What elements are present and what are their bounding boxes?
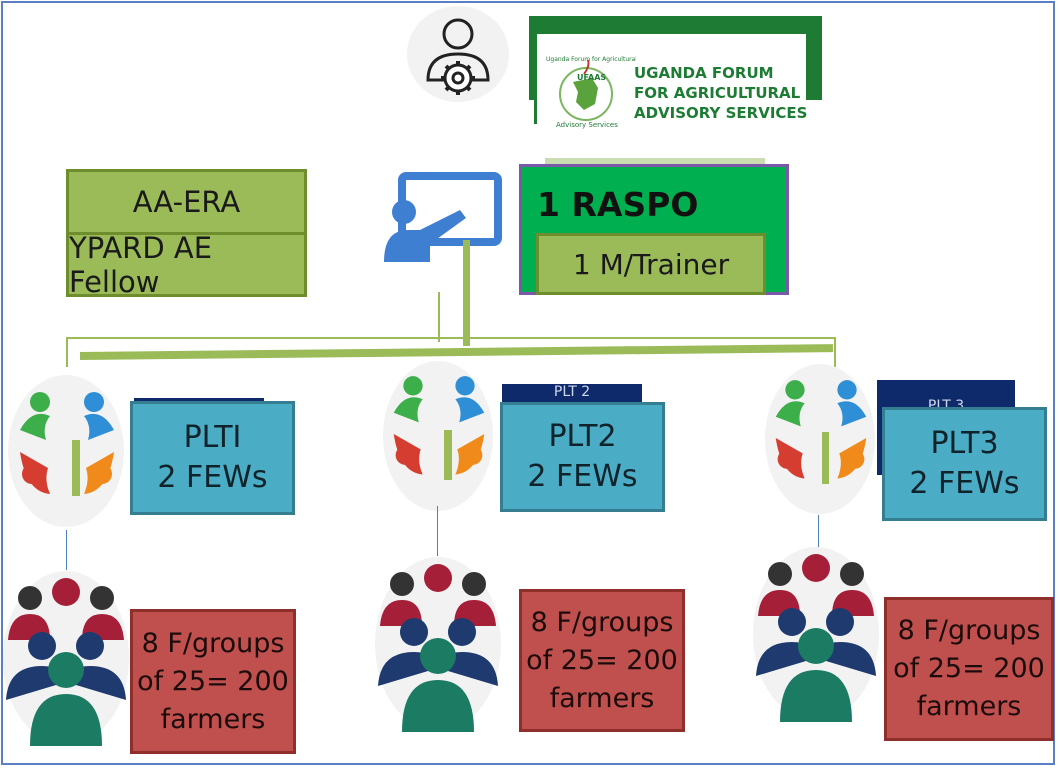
raspo-connector-vertical [463, 240, 470, 346]
ypard-box: YPARD AE Fellow [66, 230, 307, 299]
plt2-farmers-line3: farmers [549, 682, 655, 714]
thin-connector-vertical [438, 292, 440, 342]
plt1-farmers-line2: of 25= 200 [137, 665, 289, 697]
thin-bus-line [66, 337, 836, 339]
logo-ring-text-top: Uganda Forum for Agricultural [546, 56, 636, 63]
plt3-box: PLT3 2 FEWs [882, 407, 1047, 521]
presenter-board-icon [384, 172, 502, 262]
trainer-label: 1 M/Trainer [572, 247, 730, 281]
team-circle-icon [393, 376, 485, 475]
plt2-back-label: PLT 2 [553, 384, 591, 400]
plt3-farmers-line1: 8 F/groups [897, 615, 1041, 646]
org-name-line2: FOR AGRICULTURAL [634, 84, 801, 102]
plt1-farmers-line1: 8 F/groups [141, 627, 285, 659]
plt1-stem [72, 440, 80, 496]
farmers-group-icon [753, 547, 879, 722]
plt3-stem [822, 432, 829, 484]
plt2-name: PLT2 [548, 419, 617, 454]
raspo-box-top-bar [545, 158, 765, 164]
plt3-name: PLT3 [930, 426, 999, 461]
plt1-box: PLTI 2 FEWs [130, 401, 295, 515]
team-circle-icon [20, 392, 114, 494]
thin-drop-left [66, 337, 68, 367]
plt2-box: PLT2 2 FEWs [500, 402, 665, 512]
thin-drop-right [834, 337, 836, 367]
plt2-icon-circle [383, 361, 493, 511]
plt1-farmers-box: 8 F/groups of 25= 200 farmers [130, 609, 296, 754]
ufaas-logo-icon [559, 59, 613, 121]
plt3-icon-circle [765, 364, 875, 514]
org-name-line3: ADVISORY SERVICES [634, 104, 808, 122]
team-circle-icon [775, 380, 867, 479]
plt3-farmers-line2: of 25= 200 [893, 653, 1045, 684]
logo-abbrev: UFAAS [577, 73, 607, 82]
plt3-farmer-connector [818, 515, 819, 555]
plt2-fews: 2 FEWs [527, 459, 638, 494]
plt1-farmer-connector [66, 530, 67, 570]
raspo-box: 1 RASPO 1 M/Trainer [519, 164, 789, 295]
plt1-icon-circle [8, 375, 124, 527]
aa-era-label: AA-ERA [132, 185, 241, 219]
plt1-fews: 2 FEWs [157, 460, 268, 495]
farmers-group-icon [375, 557, 501, 732]
logo-ring-text-bottom: Advisory Services [556, 121, 618, 129]
plt2-stem [444, 430, 452, 480]
plt3-farmers-box: 8 F/groups of 25= 200 farmers [884, 597, 1054, 741]
user-gear-icon [426, 18, 490, 95]
plt1-name: PLTI [183, 420, 242, 455]
plt3-fews: 2 FEWs [909, 466, 1020, 501]
raspo-title: 1 RASPO [537, 185, 699, 224]
aa-era-box: AA-ERA [66, 169, 307, 235]
org-name: UGANDA FORUM FOR AGRICULTURAL ADVISORY S… [634, 63, 807, 123]
trainer-box: 1 M/Trainer [536, 233, 766, 295]
plt2-farmers-line2: of 25= 200 [526, 644, 678, 676]
ypard-label: YPARD AE Fellow [69, 230, 213, 299]
plt2-farmers-box: 8 F/groups of 25= 200 farmers [519, 589, 685, 732]
plt1-farmers-line3: farmers [160, 703, 266, 735]
plt3-farmers-line3: farmers [916, 691, 1022, 722]
plt2-farmer-connector [437, 506, 438, 556]
plt2-farmers-line1: 8 F/groups [530, 606, 674, 638]
farmers-group-icon [3, 571, 129, 746]
org-name-line1: UGANDA FORUM [634, 64, 774, 82]
